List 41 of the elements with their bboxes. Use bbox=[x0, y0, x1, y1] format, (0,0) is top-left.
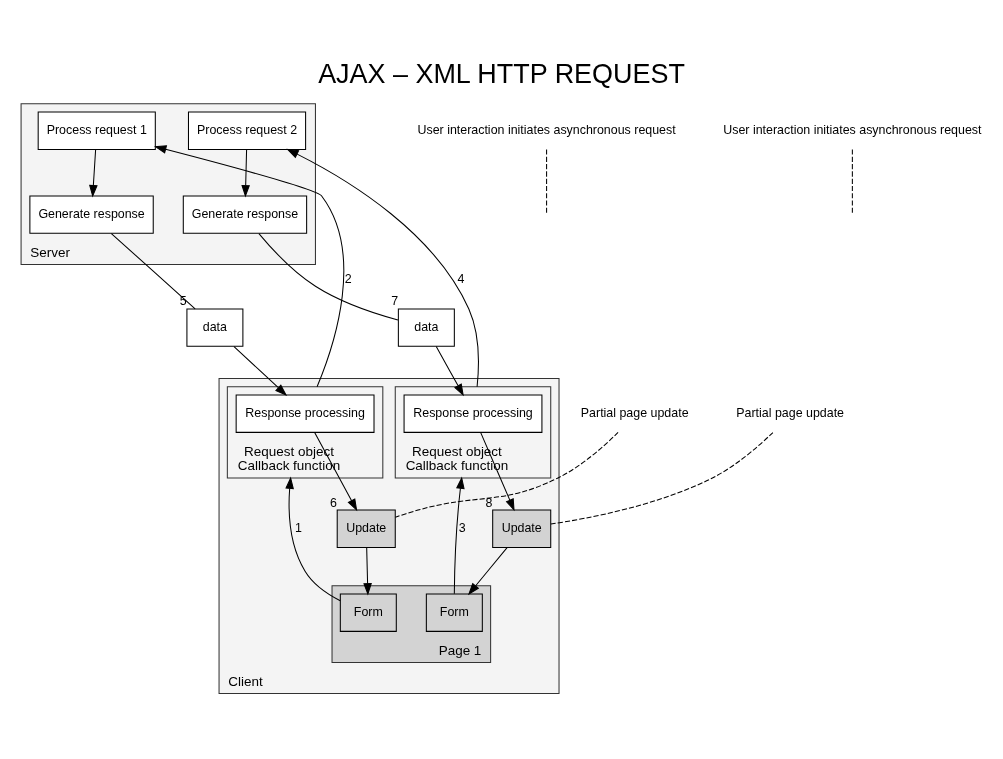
node-label: 8 bbox=[485, 495, 493, 510]
edge-label: 2 bbox=[344, 271, 352, 286]
diagram-title: AJAX – XML HTTP REQUEST bbox=[318, 58, 685, 89]
connector bbox=[110, 233, 196, 310]
connector bbox=[546, 149, 548, 215]
node-box: Response processing bbox=[235, 394, 375, 433]
arrow bbox=[89, 149, 98, 198]
node-box: Process request 2 bbox=[187, 111, 307, 150]
node-text: Partial page update bbox=[736, 405, 845, 420]
node-box: data bbox=[397, 308, 455, 347]
arrow bbox=[363, 547, 372, 596]
edge-label: 3 bbox=[458, 520, 466, 535]
arrow bbox=[435, 346, 464, 397]
edge-label: 4 bbox=[457, 271, 465, 286]
arrow bbox=[154, 145, 345, 388]
node-box: Response processing bbox=[403, 394, 543, 433]
arrow bbox=[286, 148, 479, 388]
node-box: Form bbox=[339, 593, 397, 632]
node-text: User interaction initiates asynchronous request bbox=[723, 122, 982, 137]
node-label: 7 bbox=[391, 294, 399, 309]
arrow bbox=[285, 476, 341, 602]
node-box: data bbox=[186, 308, 244, 347]
connector bbox=[394, 431, 619, 518]
arrow bbox=[467, 547, 508, 596]
node-box: Process request 1 bbox=[37, 111, 156, 150]
node-box: Update bbox=[492, 509, 552, 548]
arrow bbox=[241, 149, 251, 198]
node-box: Generate response bbox=[29, 195, 154, 234]
node-box: Update bbox=[336, 509, 396, 548]
node-box: Form bbox=[425, 593, 483, 632]
arrow bbox=[453, 476, 465, 595]
connector bbox=[550, 432, 774, 525]
node-label: 5 bbox=[179, 294, 187, 309]
node-label: 6 bbox=[330, 495, 338, 510]
arrow bbox=[233, 346, 288, 396]
node-box: Generate response bbox=[182, 195, 308, 234]
edge-label: 1 bbox=[294, 520, 302, 535]
connector bbox=[851, 149, 853, 215]
node-text: User interaction initiates asynchronous request bbox=[417, 122, 676, 137]
node-text: Partial page update bbox=[580, 405, 689, 420]
connector bbox=[258, 233, 399, 321]
